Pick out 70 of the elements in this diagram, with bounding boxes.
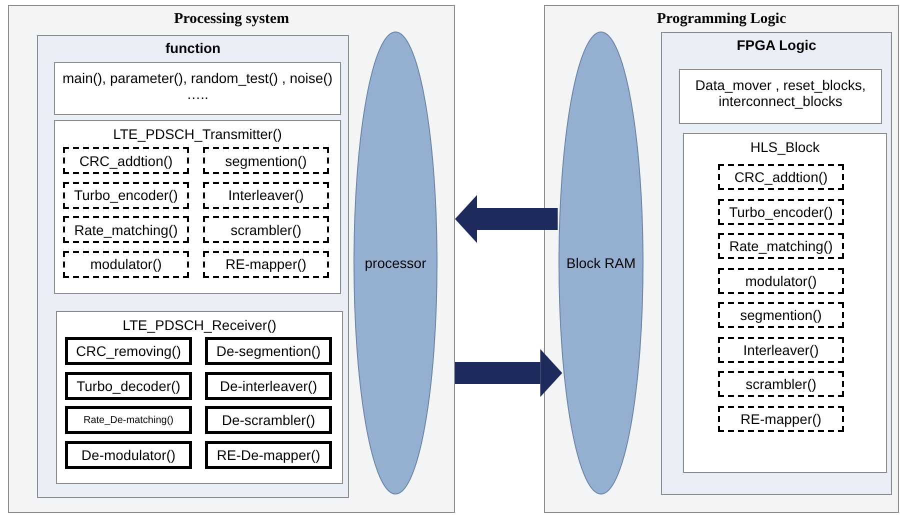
function-box — [718, 371, 844, 397]
function-box — [205, 406, 332, 434]
node-label: Interleaver() — [743, 342, 819, 358]
node-label: Rate_matching() — [729, 238, 833, 254]
node-label: RE-mapper() — [740, 410, 822, 426]
processor-ellipse — [353, 31, 438, 495]
function-box — [205, 440, 332, 468]
node-label: segmention() — [225, 152, 307, 168]
node-label: De-scrambler() — [222, 412, 316, 428]
system-panel — [8, 5, 455, 513]
function-box — [203, 216, 329, 243]
function-box — [205, 337, 332, 365]
panel-title: Processing system — [172, 11, 290, 28]
panel-title: LTE_PDSCH_Receiver() — [122, 317, 278, 333]
node-label: CRC_removing() — [76, 343, 182, 359]
function-box — [63, 182, 189, 208]
panel-title: function — [164, 40, 222, 56]
function-box — [718, 406, 844, 432]
node-label: Turbo_decoder() — [76, 378, 180, 394]
panel-title: LTE_PDSCH_Transmitter() — [112, 126, 283, 142]
ram-ellipse — [558, 31, 644, 495]
function-box — [205, 372, 332, 400]
node-label: Turbo_encoder() — [74, 187, 178, 203]
function-box — [63, 250, 189, 278]
function-box — [718, 198, 844, 224]
function-box — [718, 336, 844, 362]
panel-title: FPGA Logic — [736, 37, 818, 53]
function-box — [203, 182, 329, 208]
node-label: Turbo_encoder() — [729, 204, 833, 220]
node-label: CRC_addtion() — [79, 152, 173, 168]
function-list-box — [54, 62, 341, 115]
function-box — [718, 302, 844, 328]
node-label: De-segmention() — [216, 343, 321, 359]
node-label: Rate_matching() — [74, 222, 178, 238]
node-label: main(), parameter(), random_test() , noise() ….. — [62, 70, 334, 102]
function-box — [718, 164, 844, 190]
node-label: De-modulator() — [81, 446, 176, 462]
function-box — [65, 337, 192, 365]
node-label: Interleaver() — [228, 187, 304, 203]
function-list-box — [679, 69, 882, 124]
function-box — [65, 440, 192, 468]
function-box — [718, 268, 844, 294]
function-box — [65, 372, 192, 400]
node-label: Rate_De-matching() — [83, 414, 174, 426]
function-box — [63, 216, 189, 243]
node-label: Block RAM — [566, 255, 636, 271]
function-box — [63, 147, 189, 174]
fpga-panel — [661, 32, 892, 495]
node-label: processor — [364, 255, 428, 271]
function-box — [718, 233, 844, 259]
node-label: De-interleaver() — [220, 378, 318, 394]
node-label: segmention() — [740, 307, 822, 323]
transmitter-box — [54, 120, 341, 294]
node-label: RE-De-mapper() — [216, 446, 320, 462]
node-label: RE-mapper() — [226, 256, 306, 272]
node-label: modulator() — [90, 256, 162, 272]
function-box — [65, 406, 192, 434]
node-label: scrambler() — [230, 222, 302, 238]
receiver-box — [56, 311, 343, 484]
panel-title: Programming Logic — [656, 11, 788, 28]
panel-title: HLS_Block — [749, 139, 821, 155]
function-box — [203, 250, 329, 278]
logic-panel — [544, 5, 899, 513]
function-panel — [37, 35, 349, 498]
node-label: scrambler() — [746, 376, 816, 392]
node-label: Data_mover , reset_blocks, interconnect_blocks — [694, 77, 867, 109]
node-label: modulator() — [745, 272, 817, 288]
hls-block-box — [683, 133, 887, 473]
function-box — [203, 147, 329, 174]
node-label: CRC_addtion() — [734, 169, 828, 185]
